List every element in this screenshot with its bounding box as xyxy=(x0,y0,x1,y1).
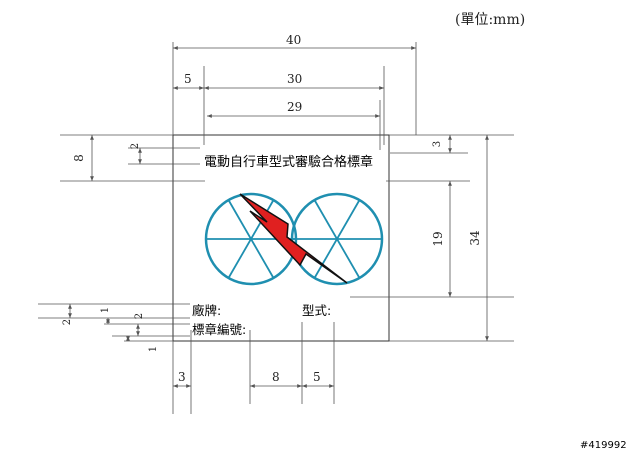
dim-bottom-8: 8 xyxy=(272,370,280,384)
model-label: 型式: xyxy=(302,303,331,318)
mark-number-label: 標章編號: xyxy=(192,322,246,337)
dim-overall-width: 40 xyxy=(286,33,301,47)
dim-title-text-height: 2 xyxy=(130,143,141,149)
dim-width-29: 29 xyxy=(287,100,302,114)
dim-bottom-left: 3 xyxy=(178,370,186,384)
dim-width-30: 30 xyxy=(287,72,302,86)
dim-bottom-5: 5 xyxy=(313,370,321,384)
dim-line-spacing-b: 2 xyxy=(134,313,145,319)
label-border xyxy=(172,134,390,342)
dim-text-height-1: 1 xyxy=(100,307,111,313)
lightning-bolt-icon xyxy=(239,193,348,284)
dim-overall-height: 34 xyxy=(468,230,482,246)
dim-left-margin: 5 xyxy=(184,72,192,86)
dim-bottom-gap: 1 xyxy=(148,346,159,352)
emblem-spokes xyxy=(206,199,382,279)
dim-line-spacing-a: 2 xyxy=(62,319,73,325)
dimension-lines xyxy=(38,42,514,414)
dim-top-gap: 3 xyxy=(432,141,443,147)
brand-label: 廠牌: xyxy=(192,303,221,318)
emblem xyxy=(204,192,384,286)
unit-note: (單位:mm) xyxy=(455,12,525,28)
dim-title-block-height: 8 xyxy=(72,154,86,162)
label-title: 電動自行車型式審驗合格標章 xyxy=(204,154,373,170)
dim-emblem-height: 19 xyxy=(431,231,445,246)
watermark-code: #419992 xyxy=(580,440,627,451)
